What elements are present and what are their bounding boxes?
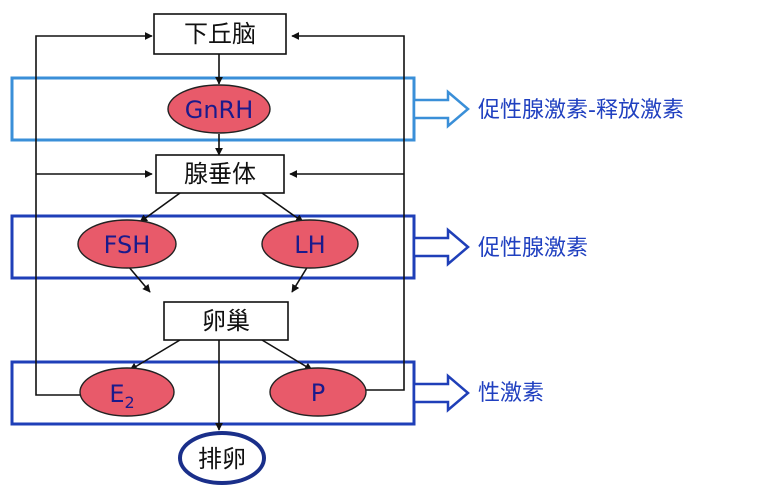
sex-hormone-group-arrow [412,373,470,413]
arrow-pituitary-to-lh [261,192,304,223]
gnrh-label: GnRH [185,96,254,124]
e2-subscript: 2 [124,393,134,412]
ovulation-ellipse [178,431,266,485]
gnrh-group-arrow [412,89,470,129]
hypothalamus-label: 下丘脑 [184,20,256,48]
ovary-label: 卵巢 [202,307,250,335]
e2-ellipse [79,367,175,417]
hypothalamus-box [153,13,287,55]
gonadotropin-group-label: 促性腺激素 [478,236,588,261]
e2-main: E [109,380,124,408]
p-label: P [311,379,325,407]
sex-hormone-group-label: 性激素 [478,381,544,406]
ovulation-label: 排卵 [198,445,246,473]
feedback-line-left-to-hypothalamus [35,32,153,396]
arrow-lh-to-ovary [291,265,309,293]
pituitary-label: 腺垂体 [184,160,256,188]
feedback-line-right-to-hypothalamus [291,32,405,391]
arrow-pituitary-to-fsh [139,192,181,223]
e2-label: E2 [109,380,134,412]
gonadotropin-group-arrow [412,227,470,267]
pituitary-box [155,154,285,194]
gnrh-group-label: 促性腺激素-释放激素 [478,98,684,123]
arrow-ovary-to-e2 [129,339,181,371]
lh-ellipse [261,219,359,269]
gnrh-ellipse [167,84,271,134]
fsh-label: FSH [104,231,151,259]
ovary-box [163,301,289,341]
arrow-fsh-to-ovary [127,265,151,293]
fsh-ellipse [77,219,177,269]
p-ellipse [269,367,367,417]
arrow-ovary-to-p [261,339,313,371]
lh-label: LH [294,231,325,259]
